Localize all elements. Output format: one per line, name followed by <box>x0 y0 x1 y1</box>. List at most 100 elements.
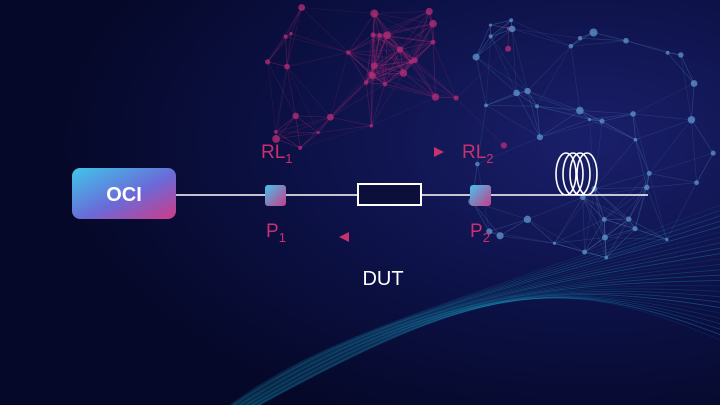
mesh-edge <box>403 41 434 74</box>
mesh-edge <box>632 113 650 174</box>
mesh-node <box>568 43 574 49</box>
wave-line <box>235 231 720 405</box>
mesh-node <box>486 228 493 235</box>
mesh-edge <box>372 49 401 77</box>
mesh-edge <box>317 82 367 133</box>
mesh-edge <box>485 92 517 106</box>
oci-label: OCI <box>106 184 142 206</box>
wave-line <box>234 226 720 405</box>
mesh-node <box>505 45 512 52</box>
mesh-edge <box>374 59 415 67</box>
mesh-node <box>396 46 404 53</box>
mesh-edge <box>403 72 436 98</box>
mesh-edge <box>605 218 630 258</box>
mesh-node <box>475 161 480 167</box>
mesh-edge <box>372 59 415 77</box>
mesh-edge <box>403 72 457 99</box>
decorative-wave-lines <box>229 204 720 405</box>
mesh-edge <box>403 23 434 74</box>
mesh-edge <box>475 19 512 58</box>
mesh-node <box>500 142 507 149</box>
mesh-edge <box>372 75 436 98</box>
mesh-edge <box>633 113 692 121</box>
mesh-edge <box>516 92 541 138</box>
mesh-edge <box>648 173 668 240</box>
mesh-edge <box>374 61 412 67</box>
mesh-edge <box>554 242 607 258</box>
mesh-node <box>587 117 592 122</box>
mesh-edge <box>372 34 415 61</box>
mesh-edge <box>490 19 512 26</box>
mesh-edge <box>649 173 697 184</box>
mesh-node <box>425 7 433 16</box>
mesh-node <box>632 226 638 232</box>
mesh-edge <box>490 19 512 37</box>
mesh-edge <box>285 7 302 37</box>
mesh-node <box>534 104 539 109</box>
mesh-edge <box>579 110 634 115</box>
mesh-edge <box>384 41 434 85</box>
mesh-edge <box>330 52 349 118</box>
mesh-edge <box>455 48 509 99</box>
mesh-edge <box>365 82 372 126</box>
mesh-edge <box>374 13 416 61</box>
mesh-node <box>370 62 378 70</box>
mesh-edge <box>604 219 636 230</box>
mesh-edge <box>365 34 374 83</box>
mesh-edge <box>276 132 319 140</box>
wave-line <box>257 297 720 405</box>
mesh-edge <box>554 188 595 244</box>
wave-line <box>253 295 720 405</box>
mesh-edge <box>527 197 583 220</box>
mesh-edge <box>366 82 385 85</box>
mesh-edge <box>584 228 636 253</box>
mesh-node <box>399 69 408 77</box>
mesh-edge <box>584 188 595 253</box>
mesh-edge <box>275 66 288 132</box>
mesh-edge <box>527 219 555 244</box>
mesh-edge <box>347 52 386 85</box>
mesh-edge <box>554 197 584 244</box>
mesh-edge <box>299 116 331 149</box>
dut-component <box>357 183 422 206</box>
mesh-edge <box>680 54 692 120</box>
mesh-edge <box>516 92 538 107</box>
mesh-edge <box>539 120 603 138</box>
decorative-network-cyan <box>468 18 716 260</box>
mesh-edge <box>527 90 590 120</box>
mesh-edge <box>371 59 415 75</box>
mesh-edge <box>399 49 436 98</box>
mesh-edge <box>601 113 634 122</box>
mesh-node <box>284 63 290 70</box>
mesh-edge <box>691 119 697 183</box>
mesh-edge <box>371 74 436 98</box>
wave-line <box>248 288 720 405</box>
mesh-edge <box>414 23 434 61</box>
mesh-node <box>316 131 320 135</box>
mesh-node <box>626 216 632 222</box>
mesh-node <box>265 59 271 65</box>
mesh-edge <box>475 28 513 58</box>
arrow-left-backward <box>339 232 443 242</box>
mesh-edge <box>374 23 434 67</box>
mesh-node <box>687 116 696 124</box>
mesh-edge <box>379 35 415 61</box>
wave-line <box>246 280 720 405</box>
mesh-node <box>382 81 388 87</box>
mesh-node <box>472 53 480 61</box>
mesh-edge <box>635 139 648 188</box>
mesh-node <box>513 89 520 97</box>
mesh-edge <box>286 7 303 67</box>
port-label-2: P2 <box>470 221 490 245</box>
mesh-edge <box>632 113 636 140</box>
mesh-edge <box>370 41 434 75</box>
mesh-edge <box>414 60 457 99</box>
mesh-node <box>523 215 532 224</box>
mesh-edge <box>475 36 492 58</box>
mesh-edge <box>372 34 375 66</box>
mesh-edge <box>370 75 373 126</box>
mesh-edge <box>603 219 606 238</box>
mesh-edge <box>330 83 386 118</box>
mesh-edge <box>414 41 434 61</box>
